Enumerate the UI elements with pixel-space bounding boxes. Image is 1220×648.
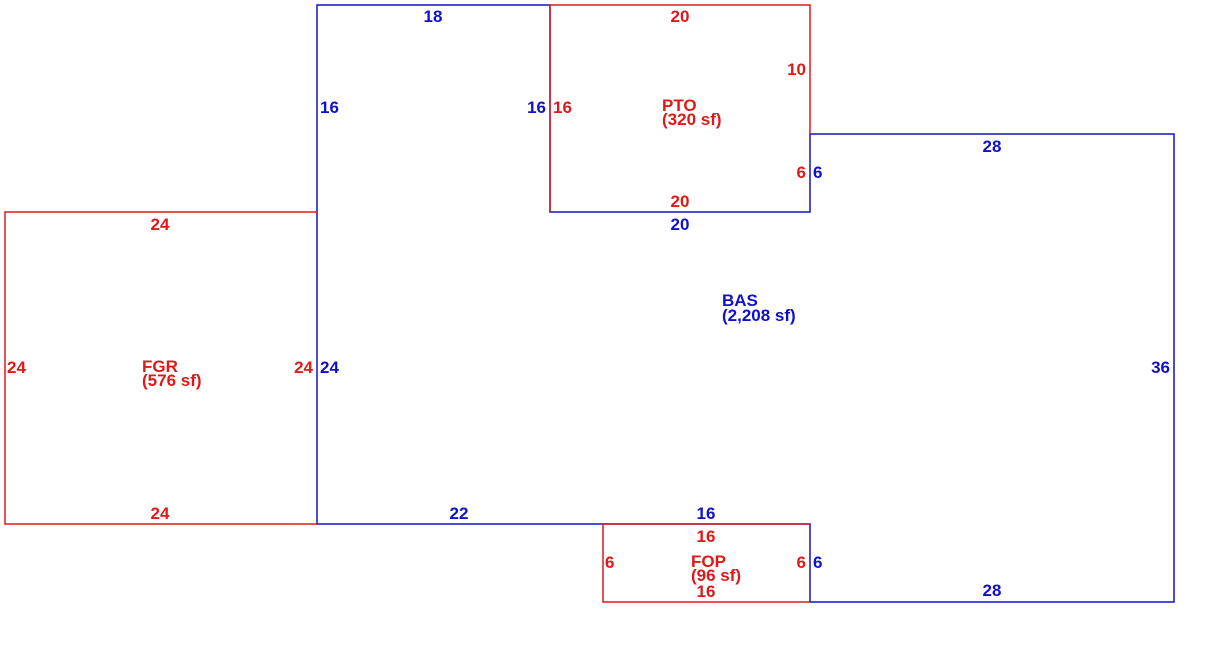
pto-outline [549, 4, 811, 212]
bas-fop-right-dimension: 6 [813, 553, 822, 572]
bas-top-dimension: 18 [424, 7, 443, 26]
bas-bottom-mid-dimension: 16 [697, 504, 716, 523]
fop-bottom-dimension: 16 [697, 582, 716, 601]
pto-right-dimension: 10 [787, 60, 806, 79]
fgr-outline [4, 211, 317, 525]
fgr-right-dimension: 24 [294, 358, 313, 377]
fop-area-size: (96 sf) [691, 566, 741, 585]
bas-notch-bottom-dimension: 20 [671, 215, 690, 234]
pto-bottom-dimension: 20 [671, 192, 690, 211]
pto-area-code: PTO [662, 96, 697, 115]
pto-inner-right-dimension: 6 [797, 163, 806, 182]
fop-right-dimension: 6 [797, 553, 806, 572]
bas-inner-right-dimension: 16 [527, 98, 546, 117]
fgr-bottom-dimension: 24 [151, 504, 170, 523]
fop-outline [602, 523, 810, 603]
fgr-left-dimension: 24 [7, 358, 26, 377]
pto-area-size: (320 sf) [662, 110, 722, 129]
bas-right-top-dimension: 28 [983, 137, 1002, 156]
pto-top-dimension: 20 [671, 7, 690, 26]
bas-area-size: (2,208 sf) [722, 306, 796, 325]
fgr-area-size: (576 sf) [142, 371, 202, 390]
bas-notch-right-dimension: 6 [813, 163, 822, 182]
fop-top-dimension: 16 [697, 527, 716, 546]
bas-left-upper-dimension: 16 [320, 98, 339, 117]
fgr-top-dimension: 24 [151, 215, 170, 234]
pto-left-dimension: 16 [553, 98, 572, 117]
bas-right-dimension: 36 [1151, 358, 1170, 377]
fop-left-dimension: 6 [605, 553, 614, 572]
fgr-area-code: FGR [142, 357, 178, 376]
bas-bottom-left-dimension: 22 [450, 504, 469, 523]
bas-left-lower-dimension: 24 [320, 358, 339, 377]
bas-area-code: BAS [722, 291, 758, 310]
bas-bottom-right-dimension: 28 [983, 581, 1002, 600]
fop-area-code: FOP [691, 552, 726, 571]
